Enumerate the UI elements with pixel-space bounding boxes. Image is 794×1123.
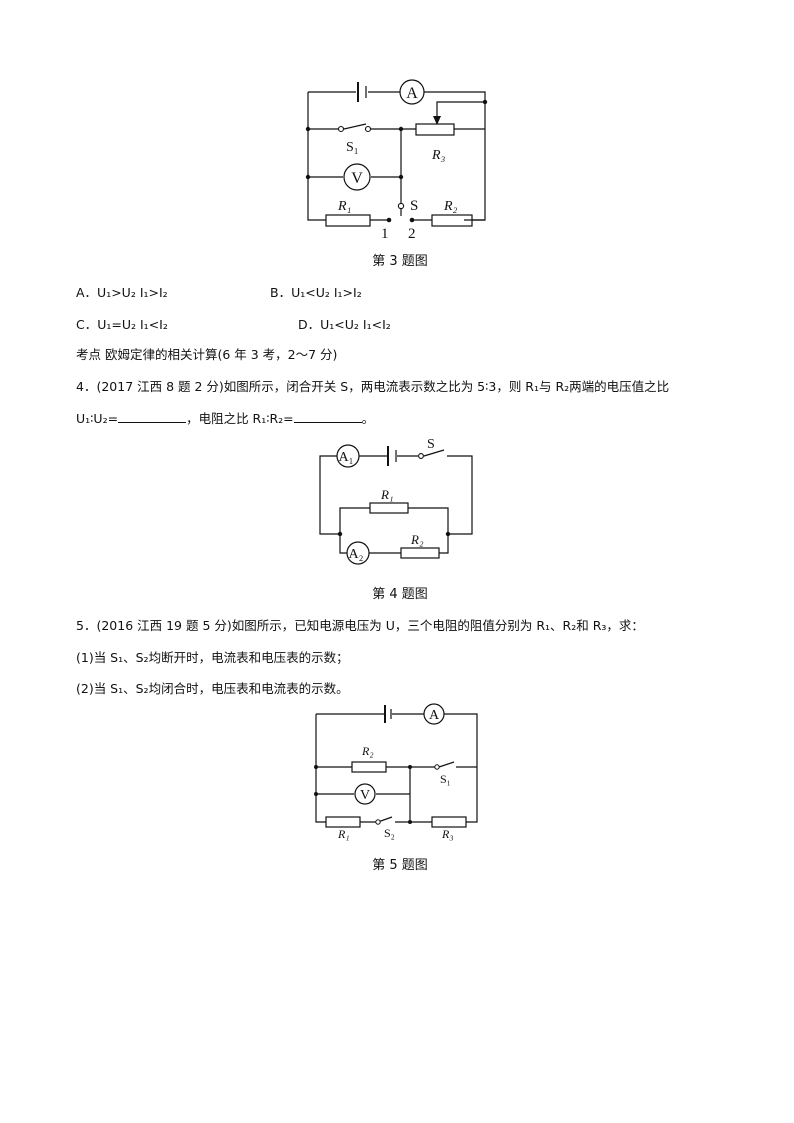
switch-s1-label: S₁ — [346, 140, 359, 155]
q5-part1: (1)当 S₁、S₂均断开时，电流表和电压表的示数； — [76, 650, 349, 665]
figure-5-caption: 第 5 题图 — [372, 858, 428, 873]
r1-label: R₁ — [337, 827, 350, 841]
voltmeter-label: V — [360, 788, 370, 803]
q4-text-end: 。 — [361, 411, 375, 426]
r3-label: R₃ — [431, 148, 446, 163]
ammeter-label: A — [429, 708, 440, 723]
figure-3-circuit: A V S₁ R₃ R₁ R₂ S 1 2 — [305, 79, 488, 242]
r3-label: R₃ — [441, 827, 454, 841]
position-1-label: 1 — [381, 226, 389, 242]
switch-s-label: S — [410, 198, 418, 214]
r2-label: R₂ — [410, 532, 424, 547]
q4-text-ratio-r: ，电阻之比 R₁∶R₂= — [186, 411, 294, 426]
position-2-label: 2 — [408, 226, 416, 242]
r2-label: R₂ — [443, 199, 458, 214]
figure-4-caption: 第 4 题图 — [372, 587, 428, 602]
voltmeter-label: V — [351, 170, 363, 187]
figure-3-caption: 第 3 题图 — [372, 254, 428, 269]
option-d: D．U₁<U₂ I₁<I₂ — [298, 317, 391, 332]
q4-text-ratio-u: U₁∶U₂= — [76, 411, 119, 426]
topic-heading: 考点 欧姆定律的相关计算(6 年 3 考，2～7 分) — [76, 347, 338, 362]
r1-label: R₁ — [380, 487, 393, 502]
ammeter-label: A — [406, 85, 418, 102]
q4-text-line1: 4．(2017 江西 8 题 2 分)如图所示，闭合开关 S，两电流表示数之比为… — [76, 379, 670, 394]
answer-blank-r-ratio[interactable] — [293, 412, 362, 423]
ammeter-a1-label: A₁ — [339, 450, 354, 465]
switch-s-label: S — [427, 437, 435, 452]
option-c: C．U₁=U₂ I₁<I₂ — [76, 317, 168, 332]
option-a: A．U₁>U₂ I₁>I₂ — [76, 285, 168, 300]
answer-blank-u-ratio[interactable] — [118, 412, 187, 423]
figure-5-circuit: A V R₂ R₁ R₃ S₁ S₂ — [314, 703, 478, 841]
q5-part2: (2)当 S₁、S₂均闭合时，电压表和电流表的示数。 — [76, 681, 349, 696]
switch-s2-label: S₂ — [384, 826, 395, 840]
option-b: B．U₁<U₂ I₁>I₂ — [270, 285, 362, 300]
figure-4-circuit: A₁ A₂ S R₁ R₂ — [319, 437, 473, 565]
r2-label: R₂ — [361, 744, 374, 758]
switch-s1-label: S₁ — [440, 772, 451, 786]
ammeter-a2-label: A₂ — [349, 547, 364, 562]
q5-text-line1: 5．(2016 江西 19 题 5 分)如图所示，已知电源电压为 U，三个电阻的… — [76, 618, 644, 633]
r1-label: R₁ — [337, 199, 351, 214]
